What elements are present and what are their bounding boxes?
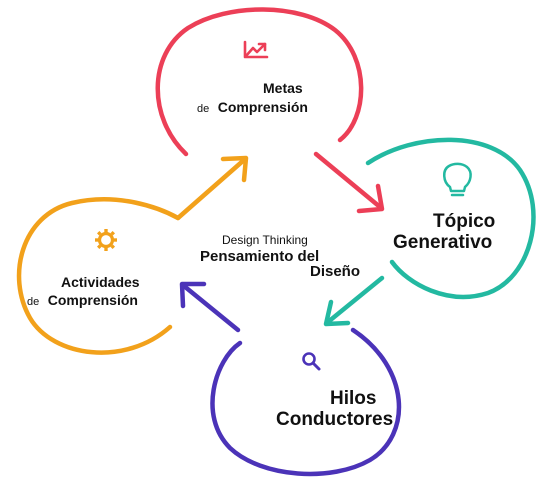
topico-arrow-line (325, 275, 385, 325)
metas-subtitle: de Comprensión (197, 99, 308, 116)
node-actividades: Actividades de Comprensión (16, 155, 249, 355)
actividades-arrowhead (220, 155, 249, 183)
actividades-subtitle-main: Comprensión (48, 292, 138, 308)
topico-title-line1: Tópico (433, 211, 495, 232)
hilos-title-line1: Hilos (330, 388, 376, 409)
actividades-loop (16, 197, 181, 355)
hilos-loop (210, 327, 402, 477)
topico-title-line2: Generativo (393, 232, 492, 253)
hilos-title-line2: Conductores (276, 409, 393, 430)
node-metas: Metas de Comprensión (155, 7, 385, 214)
topico-arrowhead (323, 299, 351, 327)
metas-arrow-line (313, 151, 383, 210)
actividades-arrow-line (175, 157, 247, 221)
lightbulb-icon (443, 162, 472, 197)
metas-arrowhead (356, 183, 385, 214)
center-line1: Design Thinking (222, 233, 308, 247)
trending-up-icon (243, 40, 269, 59)
node-hilos: Hilos Conductores (179, 281, 402, 477)
actividades-subtitle: de Comprensión (27, 292, 138, 309)
actividades-subtitle-prefix: de (27, 296, 39, 308)
actividades-title: Actividades (61, 274, 140, 290)
search-icon (302, 352, 321, 371)
center-label: Design Thinking Pensamiento del Diseño (200, 233, 360, 280)
metas-subtitle-main: Comprensión (218, 99, 308, 115)
hilos-arrowhead (179, 281, 207, 309)
center-line2: Pensamiento del (200, 248, 319, 265)
topico-loop (365, 137, 536, 300)
metas-loop (155, 7, 364, 157)
center-line3: Diseño (310, 263, 360, 280)
metas-title: Metas (263, 80, 303, 96)
metas-subtitle-prefix: de (197, 103, 209, 115)
node-topico: Tópico Generativo (323, 137, 536, 327)
gear-icon (95, 229, 117, 251)
hilos-arrow-line (181, 283, 241, 333)
